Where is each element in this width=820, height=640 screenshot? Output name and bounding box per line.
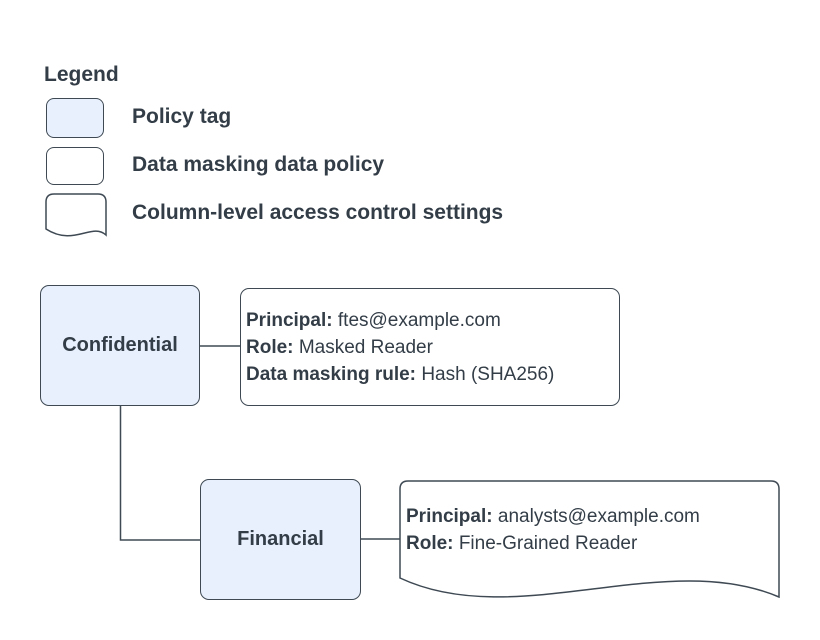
policy-tag-node-financial: Financial (200, 479, 361, 600)
principal-label: Principal: (246, 309, 333, 331)
masking-role-line: Role:Masked Reader (246, 334, 619, 361)
masking-rule-value: Hash (SHA256) (421, 363, 555, 385)
financial-node-label: Financial (237, 528, 324, 550)
connector-confidential-financial (119, 406, 200, 541)
data-masking-policy-swatch (46, 147, 104, 185)
masking-principal-line: Principal:ftes@example.com (246, 307, 619, 334)
policy-tag-node-confidential: Confidential (40, 285, 200, 406)
legend-item-policy-tag: Policy tag (132, 105, 232, 128)
column-access-swatch-icon (45, 193, 107, 237)
role-label: Role: (406, 533, 454, 554)
principal-value: ftes@example.com (337, 309, 501, 331)
column-access-card: Principal:analysts@example.com Role:Fine… (406, 503, 776, 557)
legend-title: Legend (44, 63, 119, 86)
masking-policy-card: Principal:ftes@example.com Role:Masked R… (240, 288, 620, 406)
confidential-node-label: Confidential (62, 334, 178, 356)
principal-value: analysts@example.com (497, 506, 700, 527)
access-principal-line: Principal:analysts@example.com (406, 503, 776, 530)
masking-rule-line: Data masking rule:Hash (SHA256) (246, 361, 619, 388)
role-value: Fine-Grained Reader (458, 533, 638, 554)
role-label: Role: (246, 336, 294, 358)
principal-label: Principal: (406, 506, 493, 527)
legend-item-column-access: Column-level access control settings (132, 201, 504, 224)
legend-item-data-masking-policy: Data masking data policy (132, 153, 385, 176)
masking-rule-label: Data masking rule: (246, 363, 416, 385)
policy-tag-swatch (46, 98, 104, 138)
access-role-line: Role:Fine-Grained Reader (406, 530, 776, 557)
role-value: Masked Reader (298, 336, 433, 358)
